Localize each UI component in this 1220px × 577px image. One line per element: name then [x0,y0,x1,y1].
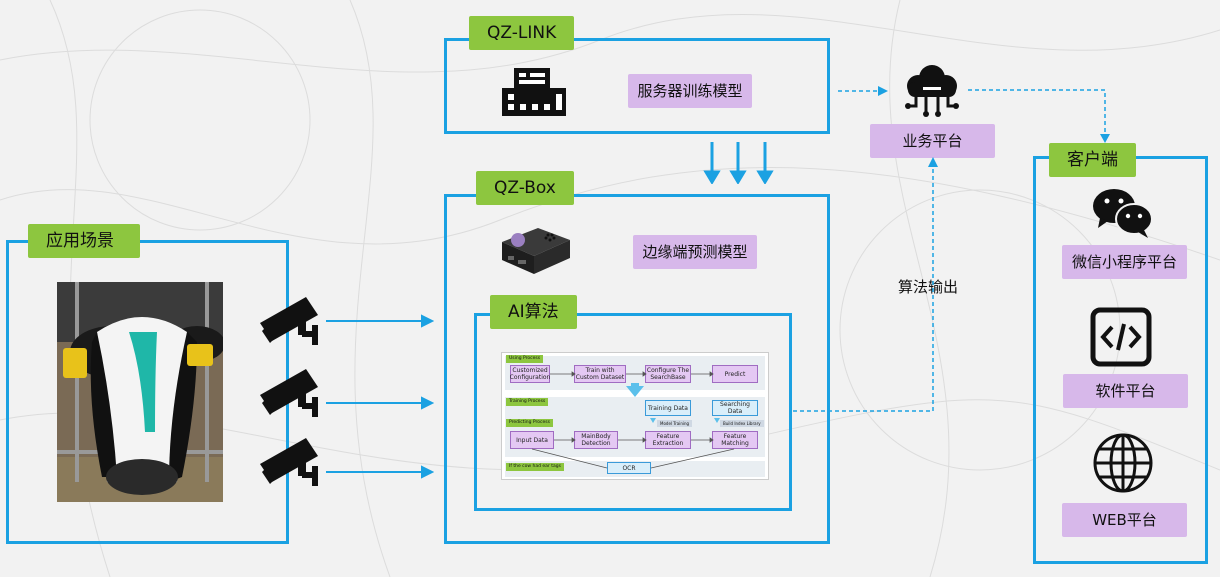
camera-icon-1 [260,297,318,345]
client-label-wechat: 微信小程序平台 [1062,245,1187,279]
qzlink-frame [444,38,830,134]
qzbox-frame [444,194,830,544]
client-label-web: WEB平台 [1062,503,1187,537]
predicting-process-tag: Predicting Process [506,419,553,427]
box-customized: Customized Configuration [509,365,551,383]
cow-photo [57,282,223,502]
box-configure: Configure The SearchBase [645,365,691,383]
model-training-note: Model Training [657,420,693,427]
cloud-platform-icon [905,65,959,117]
ai-frame [474,313,792,511]
edge-device-icon [502,228,570,274]
box-training-data: Training Data [645,400,691,416]
algorithm-flowchart: Using Process Training Process Predictin… [501,352,769,480]
box-mainbody: MainBody Detection [574,431,618,449]
scene-tag: 应用场景 [28,224,140,258]
code-icon [1090,307,1152,367]
camera-icon-3 [260,438,318,486]
qzlink-tag: QZ-LINK [469,16,575,50]
training-process-tag: Training Process [506,398,549,406]
camera-icon-2 [260,369,318,417]
client-label-software: 软件平台 [1063,374,1188,408]
platform-label: 业务平台 [870,124,995,158]
flow-arrows [531,371,735,469]
box-input-data: Input Data [510,431,554,449]
box-searching-data: Searching Data [712,400,758,416]
ai-tag: AI算法 [490,295,577,329]
camera-arrows [326,314,434,479]
qzbox-label: 边缘端预测模型 [633,235,757,269]
build-index-note: Build Index Library [720,420,764,427]
qzlink-label: 服务器训练模型 [628,74,752,108]
globe-icon [1093,433,1153,493]
wechat-icon [1093,189,1153,238]
algo-output-label: 算法输出 [898,278,959,296]
using-process-tag: Using Process [506,355,544,363]
link-to-box-arrows [703,142,774,184]
box-ocr: OCR [607,462,651,474]
qzbox-tag: QZ-Box [476,171,574,205]
client-tag: 客户端 [1049,143,1136,177]
server-icon [502,68,566,116]
no-tags-tag: If the cow had ear tags [506,463,564,471]
